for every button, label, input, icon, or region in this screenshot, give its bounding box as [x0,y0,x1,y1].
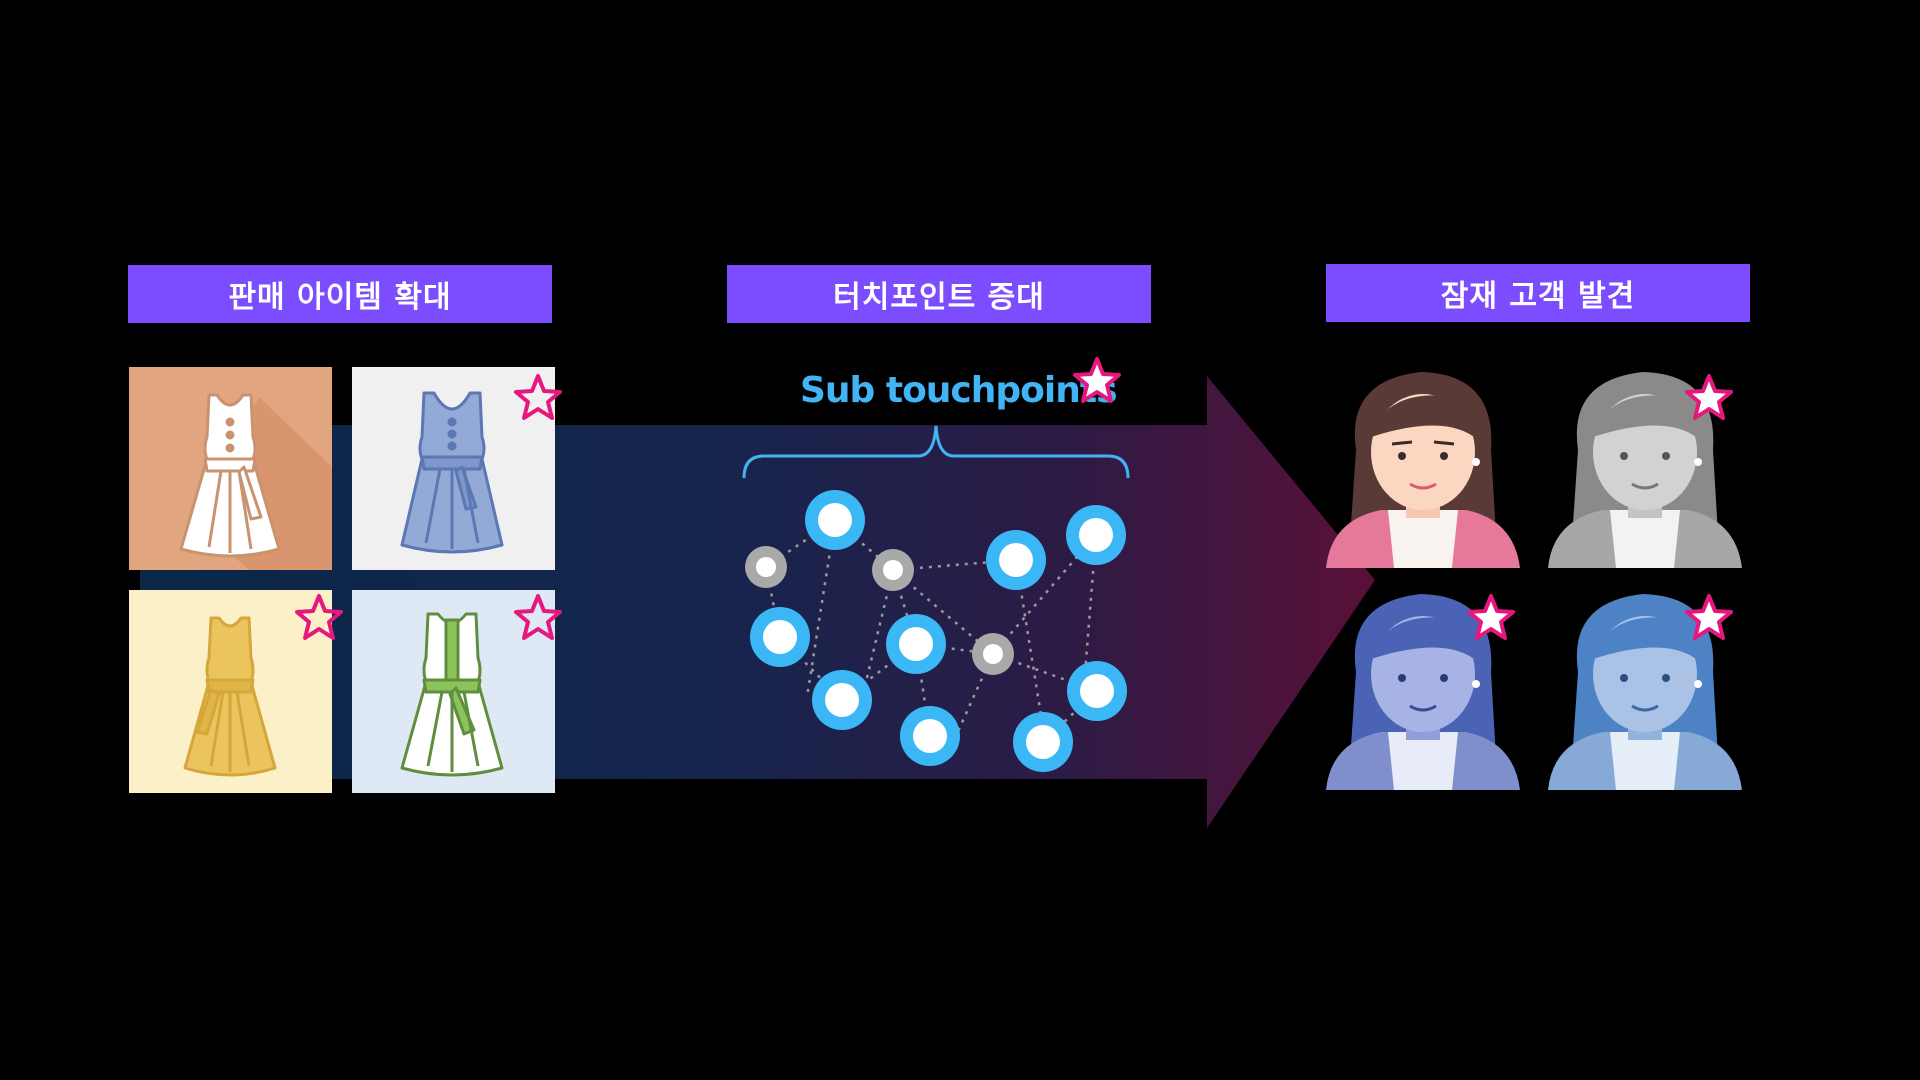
node-primary [805,490,865,550]
star-icon [1073,357,1121,403]
dress-icon [400,612,504,777]
node-secondary [872,549,914,591]
dress-tile-yellow [129,590,332,793]
woman-portrait-icon [1326,594,1520,790]
dress-tile-orange [129,367,332,570]
woman-portrait-icon [1548,372,1742,568]
woman-portrait-icon [1326,372,1520,568]
node-primary [886,614,946,674]
header-customers: 잠재 고객 발견 [1326,264,1750,322]
star-icon [295,594,343,640]
star-icon [1685,594,1733,640]
node-primary [986,530,1046,590]
header-customers-label: 잠재 고객 발견 [1440,279,1636,314]
star-icon [514,594,562,640]
header-touchpoints: 터치포인트 증대 [727,265,1151,323]
node-primary [812,670,872,730]
node-secondary [972,633,1014,675]
network-nodes [745,490,1127,772]
node-primary [1066,505,1126,565]
header-items-label: 판매 아이템 확대 [228,280,452,315]
woman-portrait-icon [1548,594,1742,790]
node-primary [750,607,810,667]
node-primary [1067,661,1127,721]
dress-icon [400,391,504,554]
brace [742,425,1130,479]
star-icon [1467,594,1515,640]
dress-tile-blue [352,367,555,570]
node-primary [1013,712,1073,772]
header-items: 판매 아이템 확대 [128,265,552,323]
node-primary [900,706,960,766]
dress-icon [179,393,332,570]
sub-touchpoints-label: Sub touchpoints [800,370,1118,411]
star-icon [514,374,562,420]
dress-tile-green [352,590,555,793]
dress-icon [183,616,277,777]
star-icon [1685,374,1733,420]
node-secondary [745,546,787,588]
header-touchpoints-label: 터치포인트 증대 [833,280,1045,315]
